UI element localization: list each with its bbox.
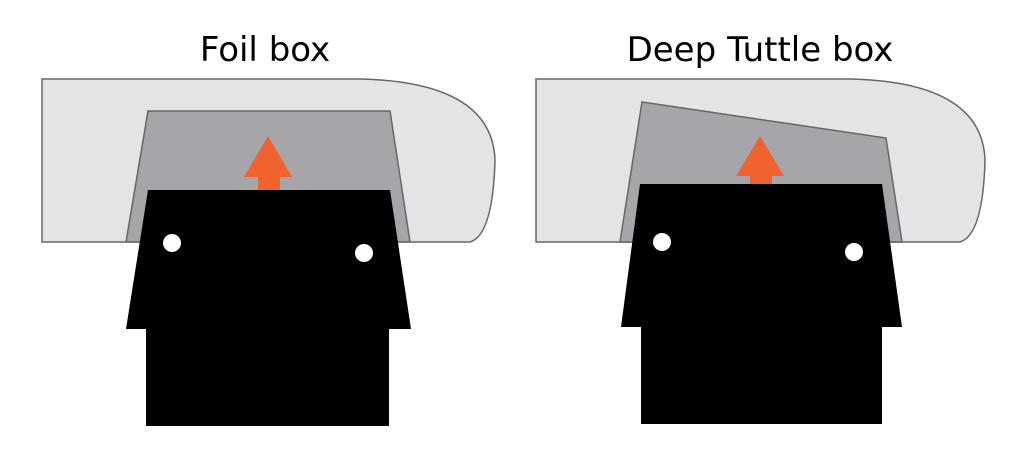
deep-tuttle-box-tool-head: [621, 184, 902, 327]
foil-box-panel: [41, 78, 496, 426]
foil-box-tool-head: [126, 190, 411, 329]
deep-tuttle-box-panel: [535, 78, 986, 424]
panel-title-deep-tuttle-box: Deep Tuttle box: [626, 30, 894, 70]
foil-box-arrow: [244, 136, 292, 192]
foil-box-tool-base: [146, 329, 389, 426]
foil-box-left-hole: [163, 234, 181, 252]
deep-tuttle-box-arrow: [736, 136, 784, 184]
panel-title-foil-box: Foil box: [199, 30, 331, 70]
deep-tuttle-box-tool-base: [641, 327, 882, 424]
deep-tuttle-box-right-hole: [845, 243, 863, 261]
foil-box-right-hole: [355, 244, 373, 262]
deep-tuttle-box-left-hole: [653, 233, 671, 251]
